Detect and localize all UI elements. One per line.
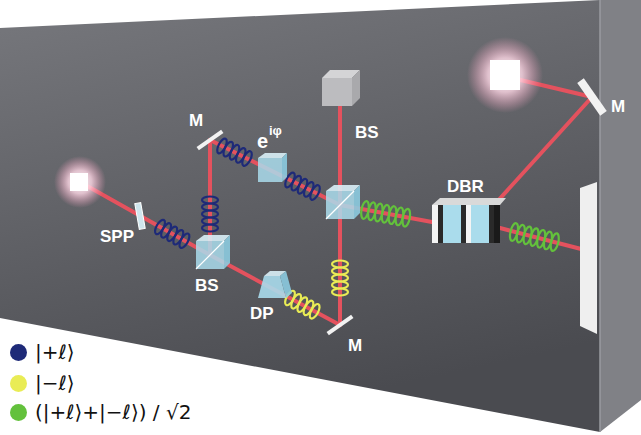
- helix-green: [360, 201, 411, 228]
- helix-blue: [202, 197, 218, 232]
- screen: [580, 182, 597, 334]
- helix-blue: [283, 171, 321, 201]
- helix-blue: [215, 137, 253, 167]
- phase-label: e: [257, 131, 268, 151]
- component-label: DP: [250, 305, 274, 322]
- component-label: M: [611, 98, 625, 115]
- box-edge: [599, 0, 601, 432]
- laser-glow: [54, 156, 106, 208]
- spiral-phase-plate: [135, 203, 145, 230]
- legend-swatch: [10, 375, 27, 392]
- dbr-stack: [432, 198, 506, 243]
- box-side: [600, 0, 641, 432]
- beam-splitter: [326, 185, 360, 219]
- beam-splitter: [196, 235, 230, 269]
- helix-green: [508, 222, 560, 251]
- legend-text: |−ℓ⟩: [35, 372, 75, 394]
- laser-source: [70, 173, 88, 191]
- box-front: [0, 0, 600, 432]
- legend-text: |+ℓ⟩: [35, 341, 75, 363]
- detector: [322, 70, 360, 106]
- laser-beams: [80, 78, 592, 325]
- phase-shifter: [258, 153, 287, 182]
- mirror: [197, 130, 224, 150]
- legend-swatch: [10, 404, 27, 421]
- component-label: M: [348, 337, 362, 354]
- legend-swatch: [10, 344, 27, 361]
- legend-text: (|+ℓ⟩+|−ℓ⟩) / √2: [35, 401, 191, 423]
- component-label: BS: [195, 277, 219, 294]
- component-label: M: [189, 112, 203, 129]
- helix-blue: [153, 218, 191, 249]
- component-label: DBR: [447, 178, 484, 195]
- phase-exponent: iφ: [269, 124, 282, 137]
- camera: [490, 60, 520, 90]
- mirror: [577, 78, 606, 115]
- mirror: [327, 315, 354, 335]
- component-label: BS: [355, 124, 379, 141]
- component-label: SPP: [100, 228, 134, 245]
- dove-prism: [258, 271, 292, 298]
- helix-yellow: [332, 261, 348, 296]
- camera-glow: [467, 37, 543, 113]
